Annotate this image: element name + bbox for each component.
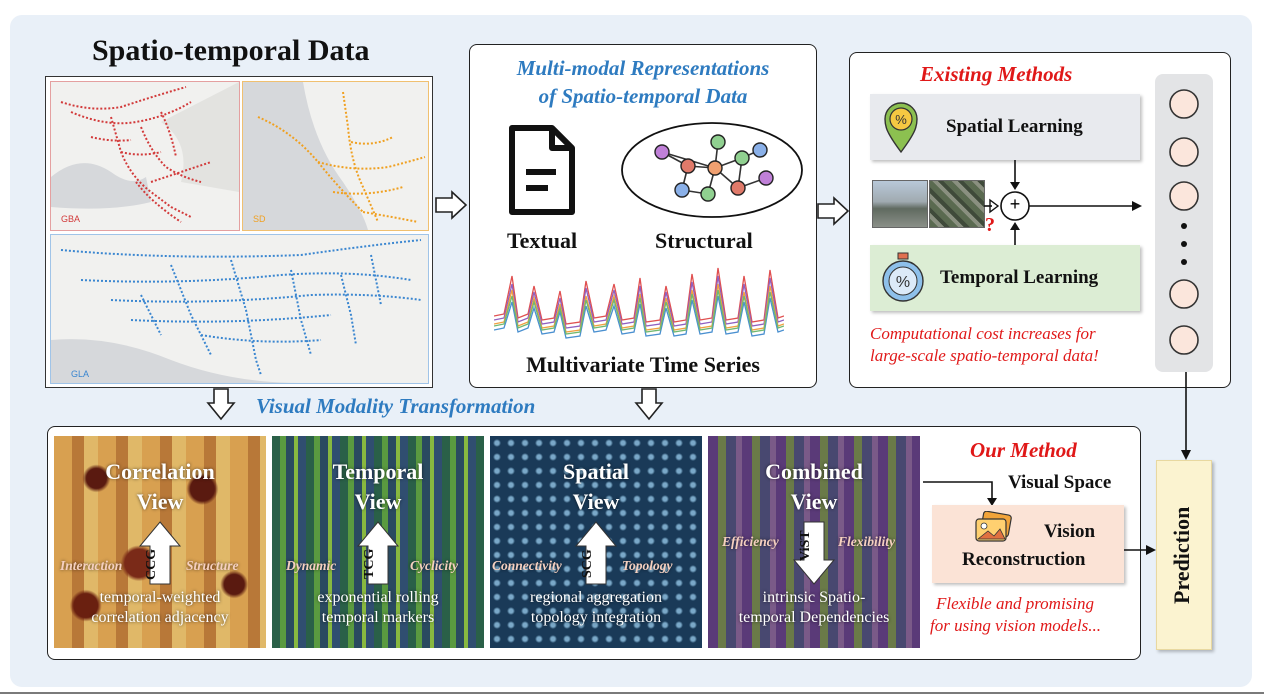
map-gla-label: GLA [71, 369, 90, 379]
arrow-center-to-existing [817, 196, 850, 226]
spatial-view-title2: View [572, 489, 620, 514]
nodes-to-prediction-line [1181, 372, 1191, 460]
combined-view-desc2: temporal Dependencies [738, 609, 890, 626]
vist-down-arrow [792, 521, 836, 585]
correlation-view-panel: Correlation View CCG Interaction Structu… [54, 436, 266, 648]
arrow-left-to-center [435, 190, 468, 220]
temporal-right-keyword: Cyclicity [410, 558, 458, 573]
map-sd: SD [242, 81, 429, 231]
textual-label: Textual [507, 228, 578, 253]
temporal-view-desc2: temporal markers [321, 609, 435, 626]
temporal-view-title1: Temporal [332, 459, 424, 484]
vision-label: Vision [1044, 521, 1096, 542]
combined-right-keyword: Flexibility [838, 534, 895, 549]
correlation-right-keyword: Structure [186, 558, 239, 573]
multimodal-title-line1: Multi-modal Representations [516, 56, 770, 80]
document-icon [509, 125, 575, 215]
spatial-view-panel: Spatial View SCG Connectivity Topology r… [490, 436, 702, 648]
structural-label: Structural [655, 228, 753, 253]
multivariate-time-series-label: Multivariate Time Series [526, 352, 760, 377]
arrow-down-center [634, 388, 664, 421]
combined-view-panel: Combined View ViST Efficiency Flexibilit… [708, 436, 920, 648]
correlation-left-keyword: Interaction [60, 558, 123, 573]
latent-nodes-svg [1169, 89, 1199, 355]
existing-note-line1: Computational cost increases for [870, 324, 1096, 343]
tcg-up-arrow [356, 521, 400, 585]
map-sd-label: SD [253, 214, 266, 224]
vist-arrow-label: ViST [798, 530, 813, 562]
temporal-left-keyword: Dynamic [286, 558, 337, 573]
latent-node-column [1155, 74, 1213, 372]
sd-network-svg [243, 82, 426, 230]
multimodal-title-line2: of Spatio-temporal Data [538, 84, 748, 108]
spatial-learning-box: % Spatial Learning [870, 94, 1140, 160]
temporal-learning-label: Temporal Learning [940, 267, 1099, 288]
spatial-right-keyword: Topology [622, 558, 673, 573]
temporal-learning-box: % Temporal Learning [870, 245, 1140, 311]
arrow-down-left [206, 388, 236, 421]
correlation-view-desc2: correlation adjacency [91, 609, 229, 626]
street-view-photo [872, 180, 928, 228]
svg-text:%: % [895, 112, 907, 127]
existing-note-line2: large-scale spatio-temporal data! [870, 346, 1099, 365]
multivariate-time-series-plot [494, 267, 784, 339]
combined-view-desc1: intrinsic Spatio- [762, 589, 866, 606]
question-mark: ? [985, 214, 995, 236]
gba-network-svg [51, 82, 239, 223]
combined-view-title1: Combined [765, 459, 863, 484]
scg-up-arrow [574, 521, 618, 585]
location-percent-icon: % [884, 102, 918, 154]
visual-modality-transformation-label: Visual Modality Transformation [256, 394, 536, 418]
spatial-learning-label: Spatial Learning [946, 116, 1083, 137]
gla-network-svg [51, 239, 422, 383]
correlation-view-title2: View [136, 489, 184, 514]
stopwatch-percent-icon: % [882, 252, 924, 302]
correlation-view-desc1: temporal-weighted [99, 589, 221, 606]
existing-methods-title: Existing Methods [920, 62, 1073, 86]
map-gba-label: GBA [61, 214, 81, 224]
vision-reconstruction-box: Vision Reconstruction [932, 505, 1124, 583]
combined-left-keyword: Efficiency [722, 534, 779, 549]
temporal-view-desc1: exponential rolling [317, 589, 439, 606]
image-gallery-icon [975, 511, 1012, 542]
correlation-view-title1: Correlation [105, 459, 215, 484]
our-method-flow-lines [923, 481, 1156, 555]
tcg-arrow-label: TCG [362, 548, 377, 580]
spatial-view-desc2: topology integration [530, 609, 662, 626]
map-gba: GBA [50, 81, 240, 231]
ccg-up-arrow [138, 521, 182, 585]
satellite-photo [929, 180, 985, 228]
visual-space-label: Visual Space [1008, 472, 1112, 493]
spatio-temporal-data-title: Spatio-temporal Data [92, 34, 370, 67]
spatial-view-title1: Spatial [562, 459, 630, 484]
spatial-left-keyword: Connectivity [492, 558, 562, 573]
temporal-view-panel: Temporal View TCG Dynamic Cyclicity expo… [272, 436, 484, 648]
prediction-box: Prediction [1156, 460, 1212, 650]
prediction-label: Prediction [1169, 506, 1194, 604]
graph-structure-icon [621, 122, 803, 218]
plus-sign: + [1009, 194, 1021, 214]
existing-flow-lines [984, 160, 1142, 245]
temporal-view-title2: View [354, 489, 402, 514]
our-method-title: Our Method [970, 438, 1077, 462]
spatial-view-desc1: regional aggregation [530, 589, 662, 606]
map-gla: GLA [50, 234, 429, 384]
scg-arrow-label: SCG [580, 549, 595, 579]
bottom-rule [0, 692, 1264, 694]
svg-text:%: % [896, 274, 910, 291]
our-method-note-line2: for using vision models... [930, 616, 1101, 635]
our-method-note-line1: Flexible and promising [936, 594, 1095, 613]
reconstruction-label: Reconstruction [962, 549, 1086, 570]
ccg-arrow-label: CCG [144, 548, 159, 580]
combined-view-title2: View [790, 489, 838, 514]
